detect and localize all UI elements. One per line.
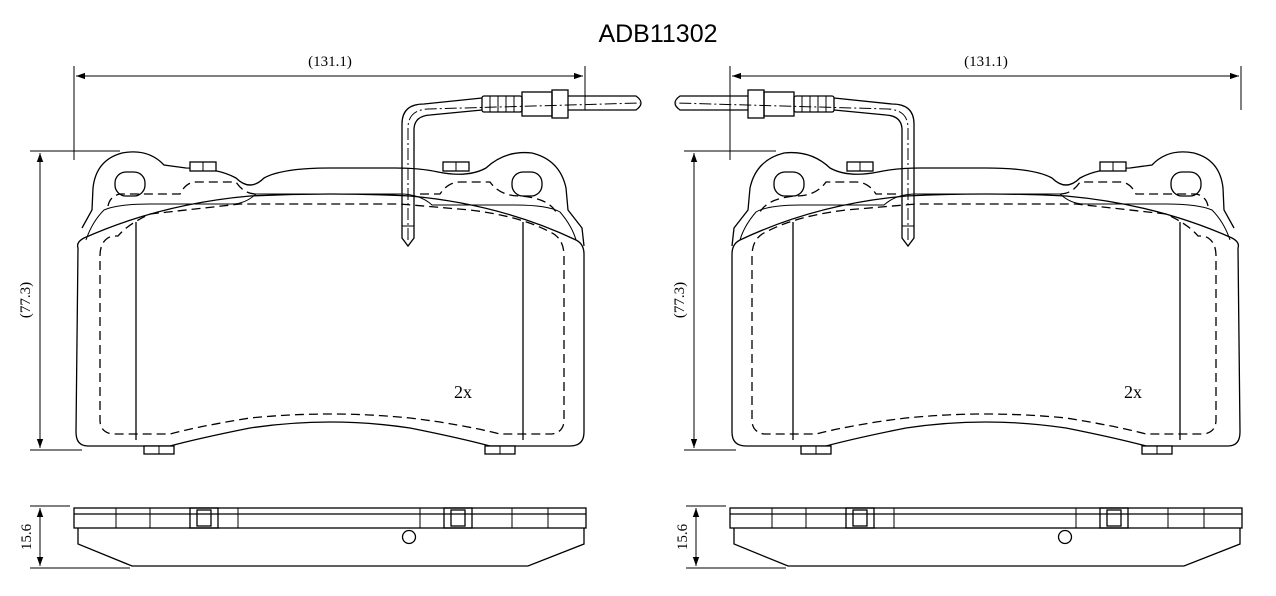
right-pad-side-view (729, 507, 1243, 567)
left-height-dimension: (77.3) (18, 150, 120, 451)
left-quantity-label: 2x (454, 382, 472, 402)
left-thickness-label: 15.6 (19, 523, 35, 550)
left-height-label: (77.3) (18, 282, 34, 318)
right-thickness-dimension: 15.6 (675, 505, 786, 569)
right-view: (131.1) (77.3) 2x 15.6 (672, 54, 1243, 569)
left-pad-side-view (73, 507, 587, 567)
right-height-label: (77.3) (672, 282, 688, 318)
right-width-label: (131.1) (964, 54, 1008, 70)
left-thickness-dimension: 15.6 (19, 505, 130, 569)
part-number-title: ADB11302 (598, 20, 717, 48)
left-pad-front-view (75, 89, 642, 455)
right-quantity-label: 2x (1124, 382, 1142, 402)
left-width-dimension: (131.1) (73, 54, 586, 160)
left-width-label: (131.1) (308, 54, 352, 70)
right-width-dimension: (131.1) (729, 54, 1242, 160)
right-height-dimension: (77.3) (672, 150, 776, 451)
right-thickness-label: 15.6 (675, 523, 691, 550)
right-pad-front-view (674, 89, 1241, 455)
left-view: (131.1) (77.3) 2x 15.6 (18, 54, 642, 569)
